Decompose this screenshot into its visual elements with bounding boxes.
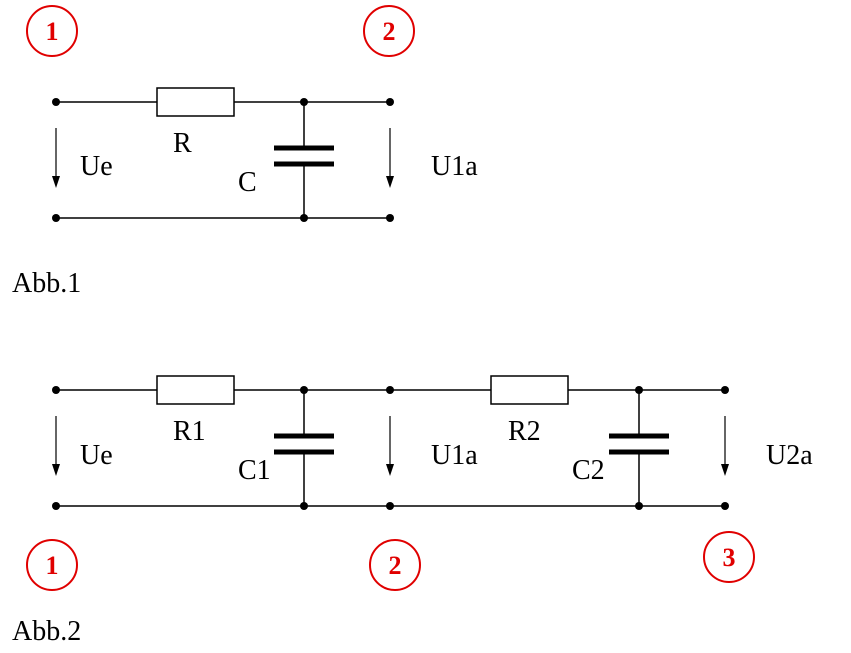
- label-resistor: R: [173, 128, 192, 159]
- label-stage2-voltage: U2a: [766, 440, 813, 471]
- junction-node: [300, 502, 308, 510]
- figure-1: Ue R C U1a 1 2 Abb.1: [12, 5, 478, 299]
- marker-1: 1: [26, 539, 78, 591]
- voltage-arrow-u1a: [386, 128, 394, 188]
- capacitor-c1: [274, 390, 334, 506]
- svg-text:1: 1: [46, 551, 59, 580]
- resistor-r1: [156, 375, 235, 405]
- voltage-arrow-u2a: [721, 416, 729, 476]
- svg-text:2: 2: [383, 17, 396, 46]
- label-resistor-1: R1: [173, 416, 206, 447]
- terminal-node: [386, 502, 394, 510]
- svg-text:3: 3: [723, 543, 736, 572]
- terminal-node: [721, 502, 729, 510]
- resistor-r2: [490, 375, 569, 405]
- marker-3: 3: [703, 531, 755, 583]
- figure-2: Ue R1 C1 U1a R2 C2 U2a 1 2 3 Abb.2: [12, 375, 813, 647]
- label-capacitor-1: C1: [238, 455, 271, 486]
- caption-figure-1: Abb.1: [12, 268, 81, 299]
- terminal-node: [52, 98, 60, 106]
- voltage-arrow-ue: [52, 416, 60, 476]
- resistor-r: [156, 87, 235, 117]
- marker-2: 2: [369, 539, 421, 591]
- terminal-node: [52, 502, 60, 510]
- voltage-arrow-ue: [52, 128, 60, 188]
- svg-text:1: 1: [46, 17, 59, 46]
- caption-figure-2: Abb.2: [12, 616, 81, 647]
- capacitor-c: [274, 102, 334, 218]
- terminal-node: [52, 386, 60, 394]
- voltage-arrow-u1a: [386, 416, 394, 476]
- terminal-node: [386, 98, 394, 106]
- junction-node: [635, 386, 643, 394]
- terminal-node: [386, 386, 394, 394]
- marker-2: 2: [363, 5, 415, 57]
- label-stage1-voltage: U1a: [431, 440, 478, 471]
- junction-node: [300, 214, 308, 222]
- junction-node: [300, 98, 308, 106]
- junction-node: [300, 386, 308, 394]
- label-input-voltage: Ue: [80, 151, 113, 182]
- junction-node: [635, 502, 643, 510]
- label-output-voltage: U1a: [431, 151, 478, 182]
- svg-text:2: 2: [389, 551, 402, 580]
- terminal-node: [52, 214, 60, 222]
- capacitor-c2: [609, 390, 669, 506]
- label-capacitor: C: [238, 167, 257, 198]
- terminal-node: [721, 386, 729, 394]
- label-capacitor-2: C2: [572, 455, 605, 486]
- marker-1: 1: [26, 5, 78, 57]
- label-input-voltage: Ue: [80, 440, 113, 471]
- terminal-node: [386, 214, 394, 222]
- label-resistor-2: R2: [508, 416, 541, 447]
